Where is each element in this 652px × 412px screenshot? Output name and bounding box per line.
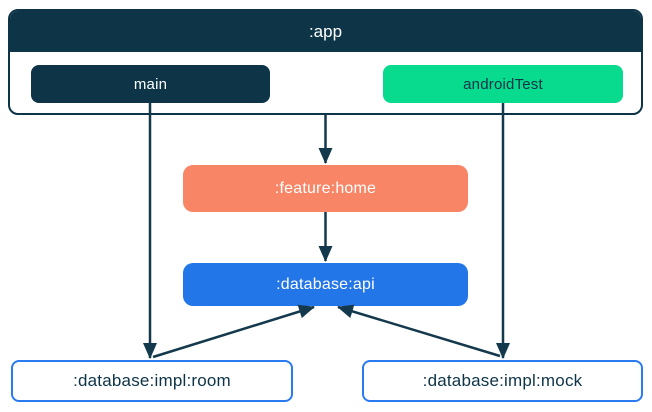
source-set-main: main xyxy=(31,65,270,103)
node-feature-home: :feature:home xyxy=(183,165,468,212)
node-database-impl-mock: :database:impl:mock xyxy=(362,360,643,402)
node-database-api: :database:api xyxy=(183,263,468,306)
edge-database-impl-room-to-database-api xyxy=(152,304,315,359)
source-set-androidtest: androidTest xyxy=(383,65,623,103)
app-module-title: :app xyxy=(10,11,641,52)
edge-database-impl-mock-to-database-api xyxy=(337,304,501,358)
node-database-impl-room: :database:impl:room xyxy=(11,360,293,402)
